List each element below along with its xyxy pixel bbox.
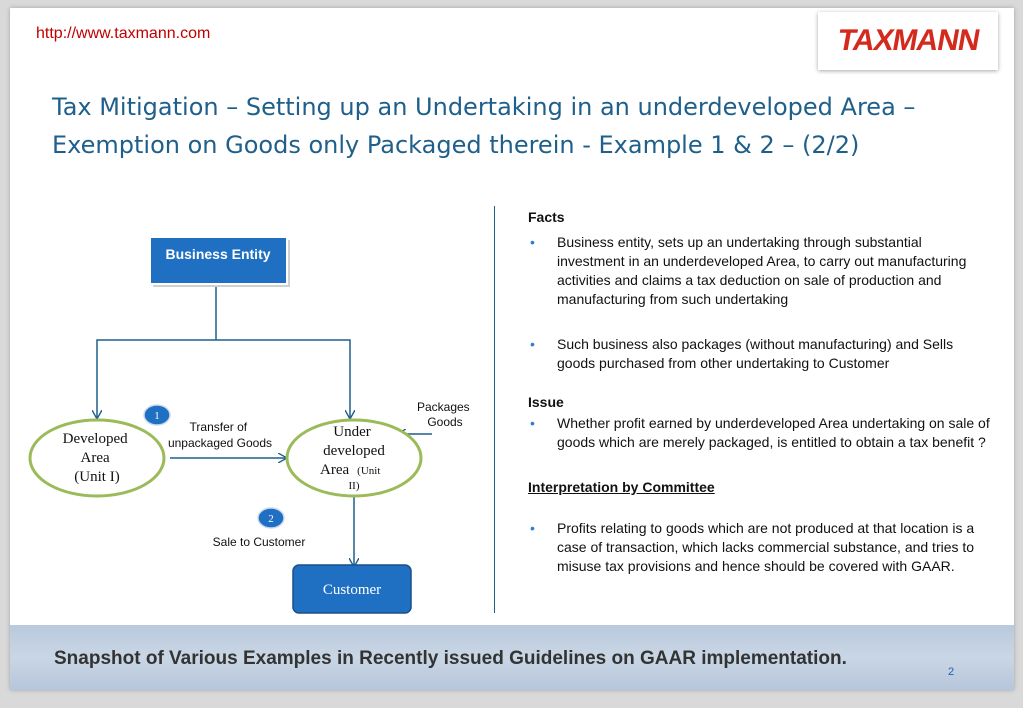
svg-text:Developed Area (Un: Developed Area (Unit I) (63, 431, 132, 485)
customer-box (292, 564, 412, 614)
under-line-3: Area (320, 462, 349, 478)
facts-item-1: • Business entity, sets up an undertakin… (528, 233, 990, 309)
title-line-1: Tax Mitigation – Setting up an Undertaki… (52, 93, 916, 121)
bullet-dot: • (530, 336, 535, 352)
under-line-2: developed (323, 443, 385, 459)
arrow-to-under (216, 339, 350, 418)
business-entity-box (149, 236, 288, 285)
interpretation-heading: Interpretation by Committee (528, 479, 715, 495)
vertical-divider (494, 206, 495, 613)
issue-heading: Issue (528, 394, 564, 410)
sale-label: Sale to Customer (213, 535, 306, 549)
facts-item-2-text: Such business also packages (without man… (557, 336, 954, 371)
bullet-dot: • (530, 234, 535, 250)
issue-item-1-text: Whether profit earned by underdeveloped … (557, 415, 990, 450)
facts-heading: Facts (528, 209, 565, 225)
bullet-dot: • (530, 415, 535, 431)
arrow-to-developed (97, 339, 216, 418)
under-line-5: II) (349, 480, 360, 492)
packages-label-1: Packages (417, 400, 470, 414)
slide: http://www.taxmann.com TAXMANN Tax Mitig… (10, 8, 1014, 690)
footer-text: Snapshot of Various Examples in Recently… (54, 648, 847, 669)
developed-area-node (28, 418, 166, 498)
under-line-1: Under (333, 424, 371, 440)
flow-diagram: Business Entity Developed Area (Unit I) … (28, 236, 473, 614)
packages-label-2: Goods (427, 415, 462, 429)
slide-title: Tax Mitigation – Setting up an Undertaki… (52, 88, 992, 164)
footer-bar: Snapshot of Various Examples in Recently… (10, 625, 1014, 690)
transfer-label-2: unpackaged Goods (168, 436, 272, 450)
badge-2-label: 2 (268, 513, 274, 525)
svg-text:Area (Unit: Area (Unit (320, 461, 380, 478)
svg-text:Packages Goods: Packages Goods (417, 400, 473, 429)
taxmann-logo: TAXMANN (818, 12, 998, 70)
page-number: 2 (948, 666, 955, 678)
interpretation-item-1: • Profits relating to goods which are no… (528, 519, 990, 576)
developed-line-1: Developed (63, 431, 128, 447)
interpretation-item-1-text: Profits relating to goods which are not … (557, 520, 975, 574)
facts-item-1-text: Business entity, sets up an undertaking … (557, 234, 967, 307)
badge-2 (257, 507, 285, 529)
title-line-2: Exemption on Goods only Packaged therein… (52, 131, 860, 159)
developed-line-3: (Unit I) (74, 469, 119, 485)
facts-item-2: • Such business also packages (without m… (528, 335, 990, 373)
svg-text:Transfer of unpackaged G: Transfer of unpackaged Goods (168, 420, 272, 450)
svg-text:Under developed: Under developed (323, 423, 385, 459)
badge-1-label: 1 (154, 410, 160, 422)
badge-1 (143, 404, 171, 426)
business-entity-label: Business Entity (165, 246, 270, 262)
logo-text: TAXMANN (834, 24, 982, 57)
transfer-label-1: Transfer of (190, 420, 248, 434)
bullet-dot: • (530, 520, 535, 536)
customer-label: Customer (323, 582, 381, 598)
under-line-4: (Unit (357, 465, 380, 477)
under-developed-area-node (285, 418, 423, 498)
developed-line-2: Area (81, 450, 110, 466)
facts-panel: Facts • Business entity, sets up an unde… (528, 208, 990, 576)
site-url[interactable]: http://www.taxmann.com (36, 25, 211, 42)
issue-item-1: • Whether profit earned by underdevelope… (528, 414, 990, 452)
